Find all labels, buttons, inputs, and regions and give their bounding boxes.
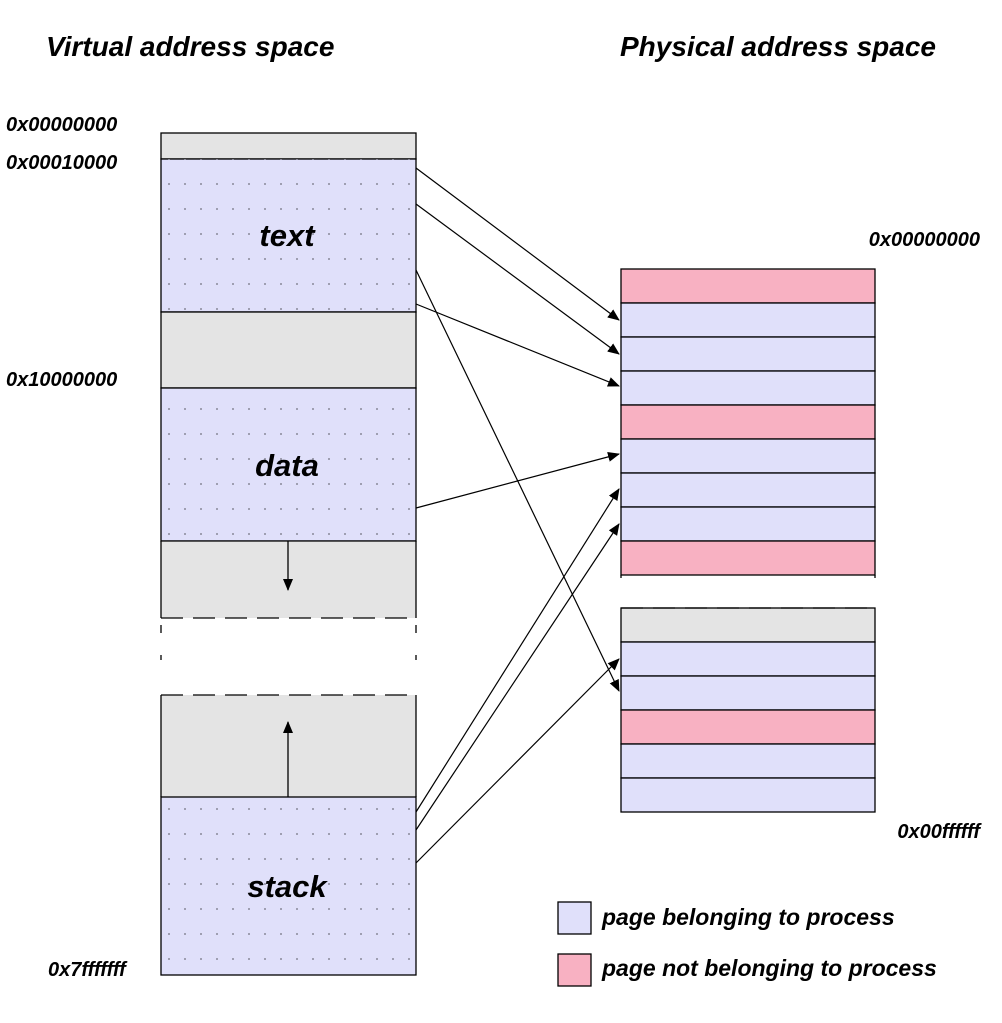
mapping-arrow — [415, 203, 620, 355]
stack-growth-border — [160, 695, 417, 797]
mapping-arrow — [415, 658, 620, 864]
physical-page-not-belonging — [620, 404, 876, 440]
mapping-arrow — [415, 488, 620, 813]
physical-space-title: Physical address space — [620, 31, 936, 62]
physical-page-belonging — [620, 438, 876, 474]
physical-page-not-belonging — [620, 709, 876, 745]
physical-page-belonging — [620, 472, 876, 508]
physical-page-belonging — [620, 641, 876, 677]
physical-page-belonging — [620, 302, 876, 338]
legend-swatch-not-belonging — [557, 953, 592, 987]
stack-segment-dots — [161, 797, 416, 975]
physical-addr-start: 0x00000000 — [869, 229, 980, 251]
physical-page-not-belonging — [620, 540, 876, 576]
stack-segment-label: stack — [247, 869, 328, 904]
legend-label-belonging: page belonging to process — [601, 904, 895, 930]
gap-region-1 — [160, 311, 417, 389]
physical-page-belonging — [620, 743, 876, 779]
physical-page-belonging — [620, 506, 876, 542]
virtual-address-space: text data stack — [160, 132, 417, 976]
virtual-addr-2: 0x10000000 — [6, 369, 117, 391]
text-segment-dots — [161, 159, 416, 312]
mapping-arrows — [415, 167, 620, 864]
mapping-arrow — [415, 167, 620, 321]
physical-addr-end: 0x00ffffff — [897, 821, 982, 843]
virtual-addr-0: 0x00000000 — [6, 114, 117, 136]
unmapped-low-region — [160, 132, 417, 160]
virtual-addr-1: 0x00010000 — [6, 152, 117, 174]
mapping-arrow — [415, 303, 620, 387]
physical-address-space — [620, 268, 876, 813]
physical-page-belonging — [620, 675, 876, 711]
virtual-addr-3: 0x7fffffff — [48, 959, 128, 981]
physical-page-belonging — [620, 336, 876, 372]
text-segment-label: text — [259, 218, 316, 253]
physical-page-not-belonging — [620, 268, 876, 304]
physical-page-belonging — [620, 370, 876, 406]
mapping-arrow — [415, 451, 620, 509]
legend: page belonging to process page not belon… — [557, 901, 937, 987]
data-segment-label: data — [255, 448, 319, 483]
legend-swatch-belonging — [557, 901, 592, 935]
mapping-arrow — [415, 523, 620, 831]
physical-page-unused — [620, 607, 876, 643]
data-segment-dots — [161, 388, 416, 541]
legend-label-not-belonging: page not belonging to process — [601, 955, 937, 981]
virtual-space-title: Virtual address space — [46, 31, 334, 62]
physical-page-belonging — [620, 777, 876, 813]
